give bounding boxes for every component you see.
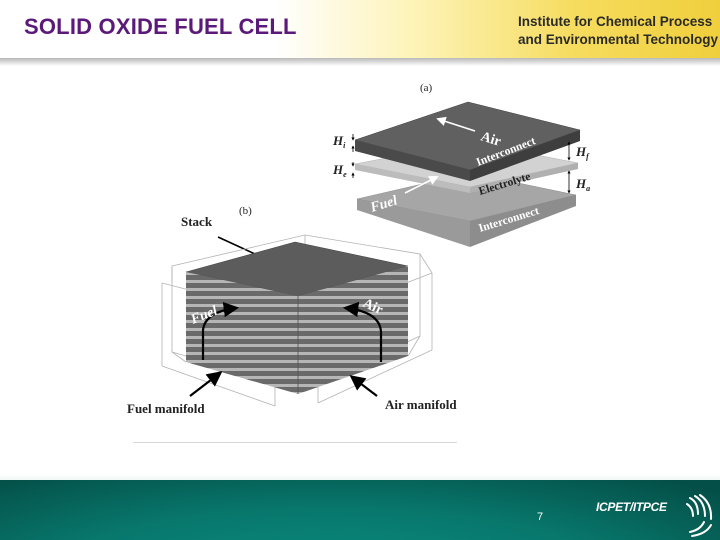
institute-line-1: Institute for Chemical Process: [518, 14, 713, 29]
fuel-curved-arrow: [201, 301, 240, 360]
institute-name: Institute for Chemical Process and Envir…: [518, 13, 718, 49]
slide-title: SOLID OXIDE FUEL CELL: [24, 14, 297, 39]
panel-b-label: (b): [239, 205, 252, 217]
fuel-flow-arrow-a: [404, 176, 439, 194]
figure-a: (a) Air Interconnect Electrolyte Fuel I: [332, 82, 590, 247]
air-flow-arrow: [436, 116, 476, 132]
air-manifold-label: Air manifold: [385, 397, 457, 412]
slide-footer: [0, 480, 720, 540]
header-shadow: [0, 58, 720, 66]
figure-b: (b) Stack: [127, 205, 457, 416]
fuel-cell-diagram: (a) Air Interconnect Electrolyte Fuel I: [127, 82, 590, 416]
footer-transition: [0, 474, 720, 484]
icpet-logo: ICPET/ITPCE: [594, 492, 720, 538]
slide-header: SOLID OXIDE FUEL CELL Institute for Chem…: [0, 0, 720, 58]
air-curved-arrow: [342, 301, 383, 362]
figure-separator-line: [133, 442, 457, 443]
logo-text: ICPET/ITPCE: [596, 500, 667, 514]
sunburst-icon: [686, 494, 713, 537]
stack-label: Stack: [181, 214, 213, 229]
page-number: 7: [536, 511, 544, 523]
top-interconnect-layer: [354, 101, 581, 181]
air-label-a: Air: [479, 129, 503, 149]
institute-line-2: and Environmental Technology: [518, 32, 719, 47]
cell-stack: [185, 241, 409, 394]
fuel-manifold-arrow: [189, 371, 223, 397]
panel-a-label: (a): [420, 82, 433, 94]
fuel-manifold-label: Fuel manifold: [127, 401, 205, 416]
dimension-ha: Ha: [575, 176, 590, 193]
dimension-hf: Hf: [575, 144, 590, 161]
air-manifold-arrow: [349, 375, 378, 397]
dimension-he: He: [332, 162, 347, 179]
dimension-hi: Hi: [332, 133, 346, 150]
